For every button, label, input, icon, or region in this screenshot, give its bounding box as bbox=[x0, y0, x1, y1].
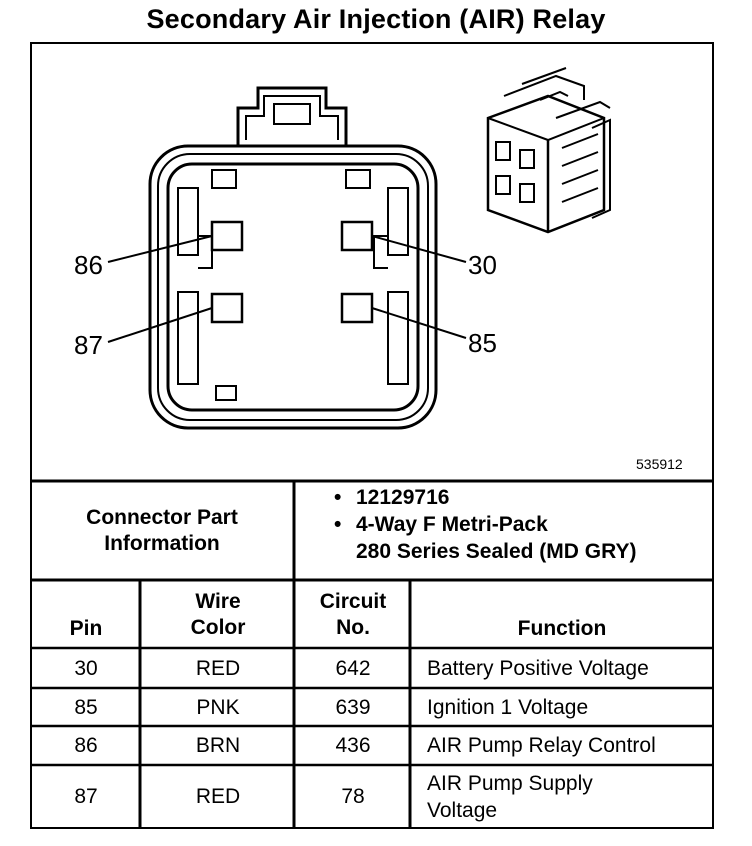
bullet-icon: • bbox=[334, 486, 342, 509]
connector-type: 4-Way F Metri-Pack 280 Series Sealed (MD… bbox=[356, 513, 637, 563]
row4-pin: 87 bbox=[74, 784, 98, 808]
pin-label-85: 85 bbox=[468, 328, 497, 358]
row1-function: Battery Positive Voltage bbox=[427, 656, 649, 680]
diagram-title: Secondary Air Injection (AIR) Relay bbox=[146, 4, 606, 34]
row4-color: RED bbox=[195, 784, 241, 808]
header-wire-line1: Wire bbox=[195, 590, 241, 613]
row2-function: Ignition 1 Voltage bbox=[427, 695, 589, 719]
cavity-30 bbox=[340, 220, 374, 252]
part-number: 12129716 bbox=[356, 486, 450, 509]
pin-label-87: 87 bbox=[74, 330, 103, 360]
connector-type-item: • 4-Way F Metri-Pack 280 Series Sealed (… bbox=[334, 511, 710, 565]
connector-face bbox=[148, 86, 438, 430]
row3-circuit: 436 bbox=[335, 734, 371, 757]
pin-label-30: 30 bbox=[468, 250, 497, 280]
bullet-icon: • bbox=[334, 513, 342, 536]
connector-outer-shell bbox=[148, 144, 438, 430]
row3-color: BRN bbox=[195, 734, 241, 757]
pin-label-86: 86 bbox=[74, 250, 103, 280]
row1-pin: 30 bbox=[74, 656, 98, 680]
connector-latch bbox=[236, 86, 348, 146]
connector-part-info: • 12129716 • 4-Way F Metri-Pack 280 Seri… bbox=[296, 484, 710, 565]
connector-part-label-line1: Connector Part bbox=[86, 506, 238, 529]
pin-leaders bbox=[107, 235, 467, 343]
connector-iso-view bbox=[486, 67, 611, 234]
row1-color: RED bbox=[195, 656, 241, 680]
header-wire-line2: Color bbox=[190, 616, 246, 639]
header-circuit-line2: No. bbox=[336, 616, 370, 639]
connector-inner-shell bbox=[166, 162, 420, 412]
diagram-frame bbox=[30, 42, 714, 829]
row2-circuit: 639 bbox=[335, 695, 371, 719]
row2-color: PNK bbox=[196, 695, 240, 719]
cavity-87 bbox=[210, 292, 244, 324]
row1-circuit: 642 bbox=[335, 656, 371, 680]
connector-part-label-line2: Information bbox=[104, 532, 220, 555]
figure-reference-number: 535912 bbox=[636, 456, 683, 472]
cavity-86 bbox=[210, 220, 244, 252]
part-number-item: • 12129716 bbox=[334, 484, 710, 511]
header-function: Function bbox=[517, 617, 607, 640]
row4-circuit: 78 bbox=[341, 784, 365, 808]
row2-pin: 85 bbox=[74, 695, 98, 719]
row3-function: AIR Pump Relay Control bbox=[427, 734, 656, 757]
row4-function: AIR Pump Supply Voltage bbox=[427, 771, 593, 822]
header-pin: Pin bbox=[69, 617, 103, 640]
cavity-85 bbox=[340, 292, 374, 324]
row3-pin: 86 bbox=[74, 734, 98, 757]
header-circuit-line1: Circuit bbox=[319, 590, 387, 613]
connector-part-label: Connector Part Information bbox=[30, 482, 294, 580]
